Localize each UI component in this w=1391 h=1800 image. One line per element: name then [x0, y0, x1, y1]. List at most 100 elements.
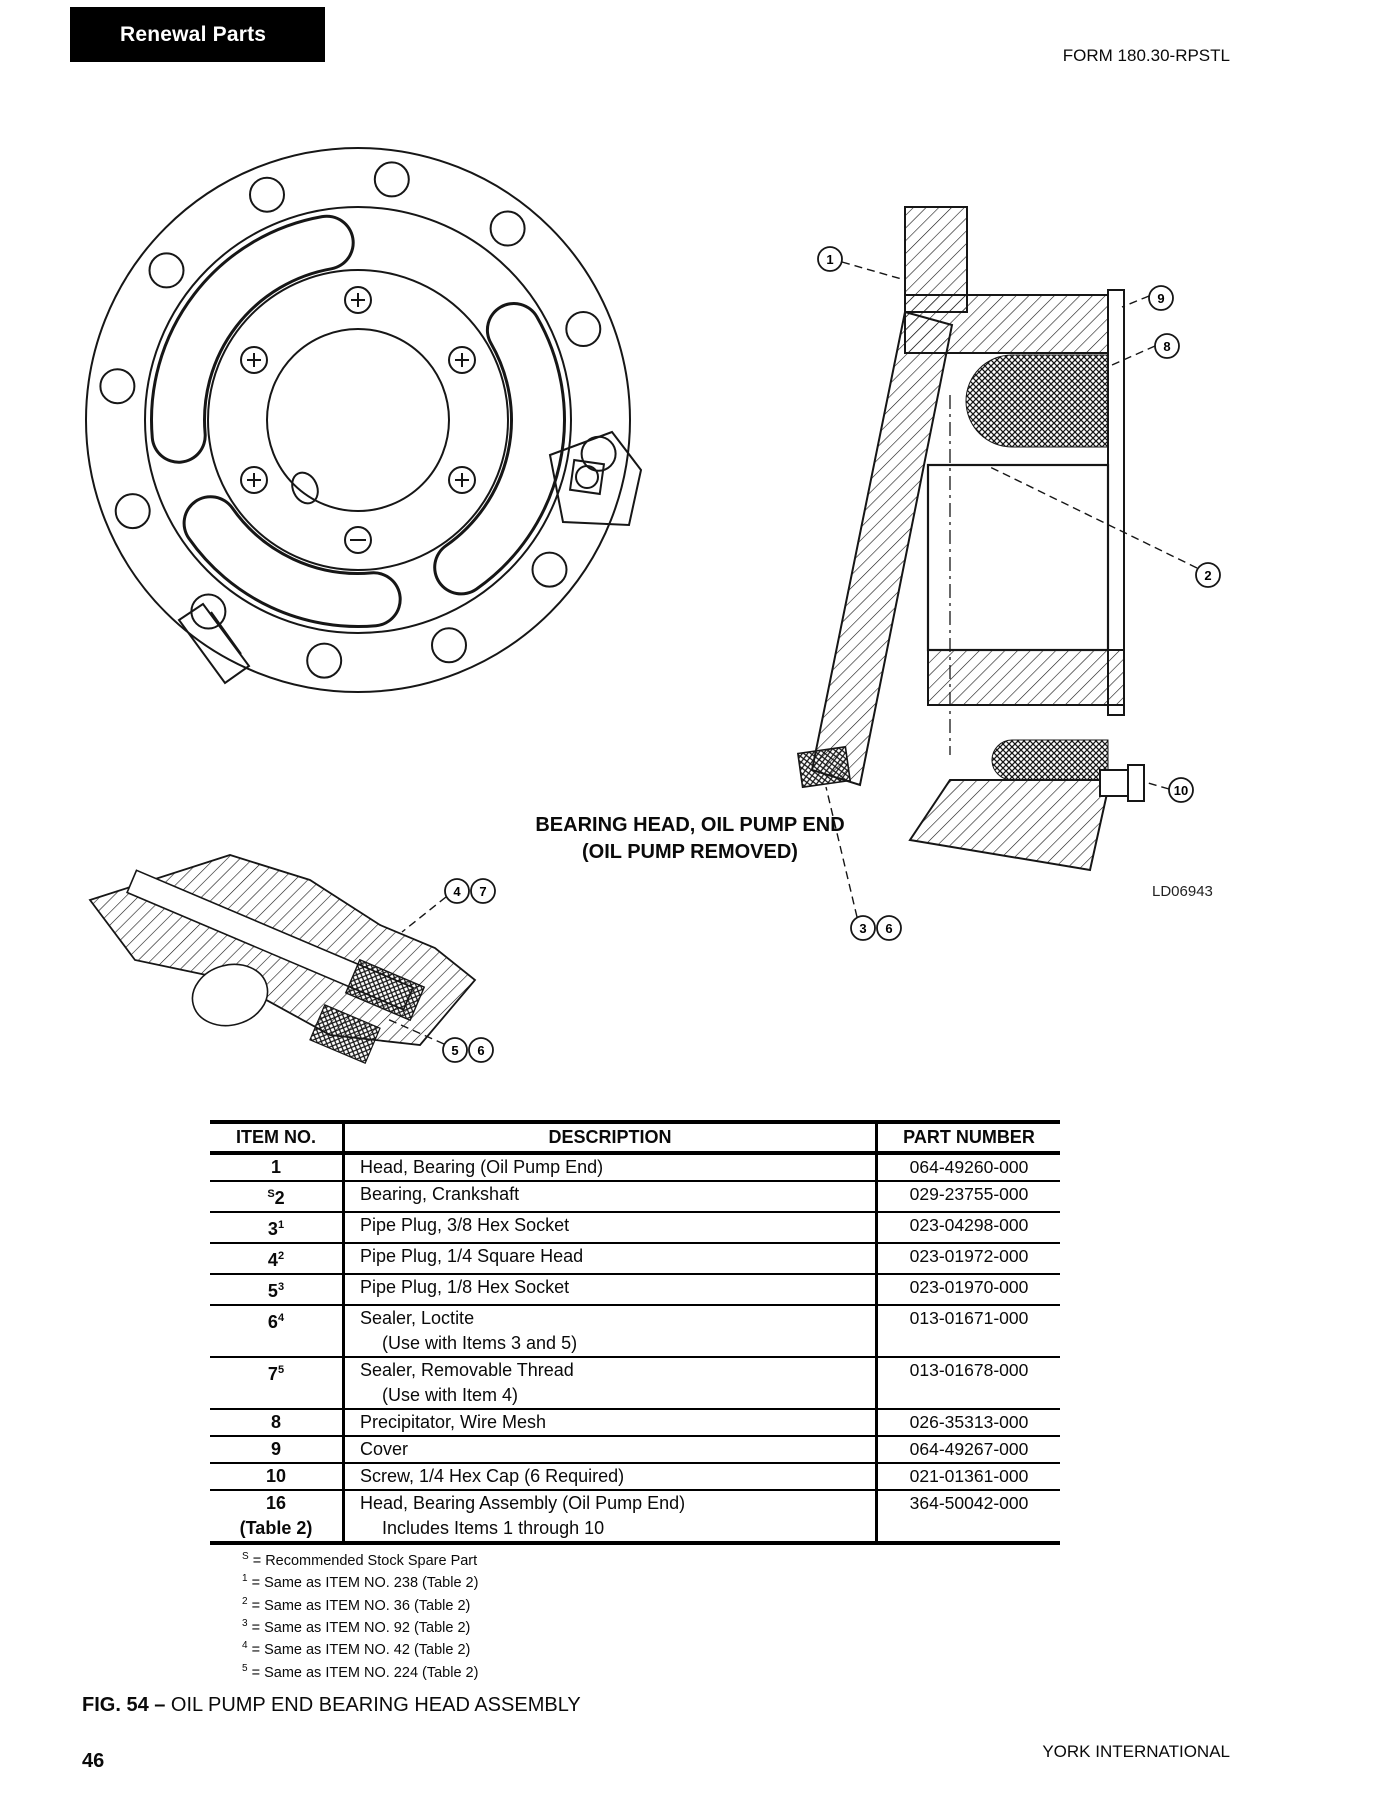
callout-2-label: 2: [1204, 568, 1211, 583]
callout-5: 5: [442, 1037, 468, 1063]
table-row: 31 Pipe Plug, 3/8 Hex Socket 023-04298-0…: [210, 1213, 1060, 1244]
callout-7: 7: [470, 878, 496, 904]
drawing-caption-line2: (OIL PUMP REMOVED): [582, 841, 798, 863]
pipe-plug: [796, 745, 852, 789]
item-no: 16(Table 2): [210, 1491, 345, 1541]
part-number: 064-49267-000: [909, 1439, 1029, 1459]
parts-table: ITEM NO. DESCRIPTION PART NUMBER 1 Head,…: [210, 1120, 1060, 1545]
part-number: 023-01970-000: [909, 1277, 1029, 1297]
table-row: 1 Head, Bearing (Oil Pump End) 064-49260…: [210, 1155, 1060, 1182]
page-number: 46: [82, 1750, 105, 1772]
callout-6: 6: [876, 915, 902, 941]
table-row: 53 Pipe Plug, 1/8 Hex Socket 023-01970-0…: [210, 1275, 1060, 1306]
col-header-description: DESCRIPTION: [345, 1124, 878, 1151]
item-no: S2: [210, 1182, 345, 1211]
callout-8: 8: [1154, 333, 1180, 359]
table-row: 10 Screw, 1/4 Hex Cap (6 Required) 021-0…: [210, 1464, 1060, 1491]
description: Screw, 1/4 Hex Cap (6 Required): [345, 1464, 878, 1489]
table-header-row: ITEM NO. DESCRIPTION PART NUMBER: [210, 1124, 1060, 1155]
table-row: 9 Cover 064-49267-000: [210, 1437, 1060, 1464]
item-no: 53: [210, 1275, 345, 1304]
table-row: 42 Pipe Plug, 1/4 Square Head 023-01972-…: [210, 1244, 1060, 1275]
footnote: 3 = Same as ITEM NO. 92 (Table 2): [242, 1617, 471, 1636]
item-no: 8: [210, 1410, 345, 1435]
description: Head, Bearing (Oil Pump End): [345, 1155, 878, 1180]
callout-7-label: 7: [479, 884, 486, 899]
part-number: 013-01678-000: [909, 1360, 1029, 1380]
part-number: 364-50042-000: [909, 1493, 1029, 1513]
part-number: 021-01361-000: [909, 1466, 1029, 1486]
table-footnotes: S = Recommended Stock Spare Part 1 = Sam…: [242, 1548, 478, 1682]
part-number: 023-01972-000: [909, 1246, 1029, 1266]
kidney-slots: [150, 214, 566, 628]
drawing-code: LD06943: [1152, 883, 1213, 900]
footnote: S = Recommended Stock Spare Part: [242, 1551, 478, 1569]
col-header-item-no: ITEM NO.: [210, 1124, 345, 1151]
bearing-head-flange-drawing: [85, 147, 643, 693]
callout-8-label: 8: [1163, 339, 1170, 354]
bearing-head-section-drawing: 1 9 8 2 10 3 6: [796, 206, 1221, 941]
description: Pipe Plug, 1/4 Square Head: [345, 1244, 878, 1273]
callout-4: 4: [444, 878, 470, 904]
hub-screws: [240, 286, 476, 554]
item-no: 1: [210, 1155, 345, 1180]
foot-bracket: [177, 602, 251, 685]
hex-cap-screw: [1099, 764, 1145, 802]
item-no: 31: [210, 1213, 345, 1242]
table-row: S2 Bearing, Crankshaft 029-23755-000: [210, 1182, 1060, 1213]
figure-caption: FIG. 54 – OIL PUMP END BEARING HEAD ASSE…: [82, 1694, 581, 1717]
table-row: 16(Table 2) Head, Bearing Assembly (Oil …: [210, 1491, 1060, 1545]
item-no: 10: [210, 1464, 345, 1489]
description: Sealer, Loctite(Use with Items 3 and 5): [345, 1306, 878, 1356]
drawing-caption: BEARING HEAD, OIL PUMP END (OIL PUMP REM…: [420, 812, 960, 866]
item-no: 42: [210, 1244, 345, 1273]
company-name: YORK INTERNATIONAL: [1042, 1742, 1230, 1761]
drawing-caption-line1: BEARING HEAD, OIL PUMP END: [535, 814, 845, 836]
banner-label: Renewal Parts: [120, 22, 267, 46]
description: Precipitator, Wire Mesh: [345, 1410, 878, 1435]
renewal-parts-banner: Renewal Parts: [70, 7, 325, 62]
part-number: 029-23755-000: [909, 1184, 1029, 1204]
description: Bearing, Crankshaft: [345, 1182, 878, 1211]
callout-3-label: 3: [859, 921, 866, 936]
description: Pipe Plug, 1/8 Hex Socket: [345, 1275, 878, 1304]
figure-title: OIL PUMP END BEARING HEAD ASSEMBLY: [165, 1694, 581, 1716]
part-number: 064-49260-000: [909, 1157, 1029, 1177]
form-number: FORM 180.30-RPSTL: [1062, 46, 1230, 65]
footnote: 1 = Same as ITEM NO. 238 (Table 2): [242, 1573, 479, 1592]
description: Head, Bearing Assembly (Oil Pump End)Inc…: [345, 1491, 878, 1541]
description: Sealer, Removable Thread(Use with Item 4…: [345, 1358, 878, 1408]
part-number: 026-35313-000: [909, 1412, 1029, 1432]
callout-1-label: 1: [826, 252, 833, 267]
figure-number: FIG. 54 –: [82, 1694, 166, 1716]
item-no: 75: [210, 1358, 345, 1408]
callout-2: 2: [1195, 562, 1221, 588]
footnote: 5 = Same as ITEM NO. 224 (Table 2): [242, 1662, 479, 1681]
callout-6b: 6: [468, 1037, 494, 1063]
callout-1: 1: [817, 246, 843, 272]
table-row: 75 Sealer, Removable Thread(Use with Ite…: [210, 1358, 1060, 1410]
callout-4-label: 4: [453, 884, 461, 899]
footnote: 2 = Same as ITEM NO. 36 (Table 2): [242, 1595, 471, 1614]
callout-9: 9: [1148, 285, 1174, 311]
plug-detail-drawing: 4 7 5 6: [88, 854, 496, 1064]
part-number: 023-04298-000: [909, 1215, 1029, 1235]
bolt-holes: [99, 161, 617, 679]
description: Cover: [345, 1437, 878, 1462]
item-no: 64: [210, 1306, 345, 1356]
description: Pipe Plug, 3/8 Hex Socket: [345, 1213, 878, 1242]
part-number: 013-01671-000: [909, 1308, 1029, 1328]
callout-10-label: 10: [1174, 783, 1188, 798]
table-row: 64 Sealer, Loctite(Use with Items 3 and …: [210, 1306, 1060, 1358]
table-row: 8 Precipitator, Wire Mesh 026-35313-000: [210, 1410, 1060, 1437]
callout-3: 3: [850, 915, 876, 941]
callout-6b-label: 6: [477, 1043, 484, 1058]
callout-6-label: 6: [885, 921, 892, 936]
item-no: 9: [210, 1437, 345, 1462]
col-header-part-number: PART NUMBER: [903, 1127, 1035, 1147]
callout-10: 10: [1168, 777, 1194, 803]
footnote: 4 = Same as ITEM NO. 42 (Table 2): [242, 1640, 471, 1659]
callout-5-label: 5: [451, 1043, 458, 1058]
square-plug-boss: [548, 430, 643, 527]
